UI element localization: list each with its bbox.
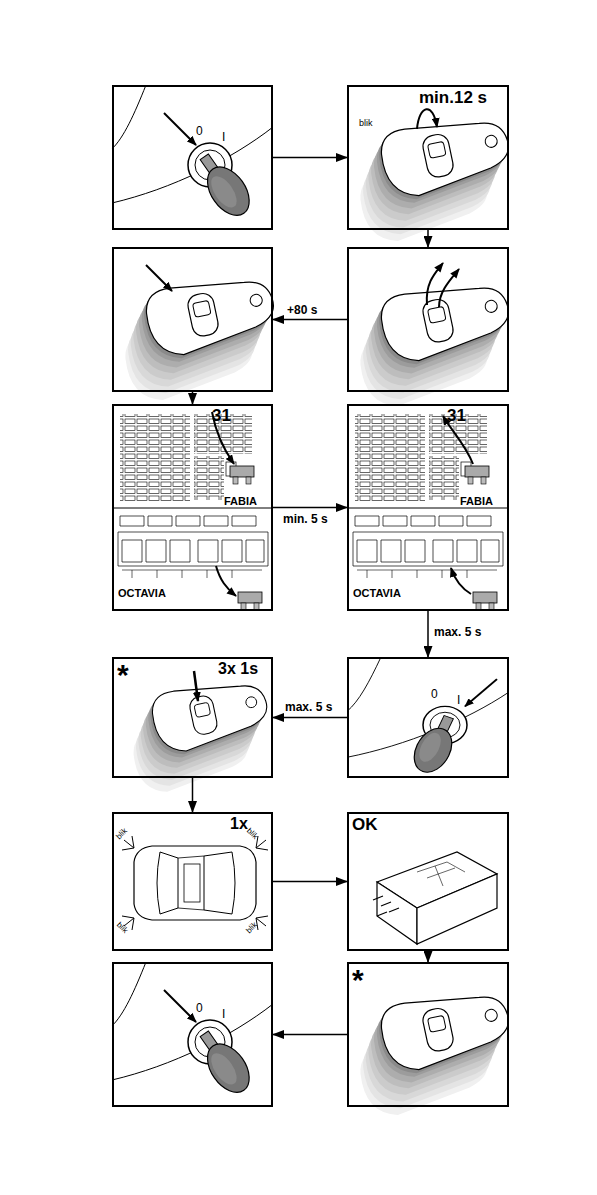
flow-arrow [273,157,347,159]
panel-text: blik [115,921,129,935]
ignition-lock [112,85,273,223]
panel-text: OCTAVIA [118,588,166,599]
flow-arrow [273,507,347,509]
step-panel: OK [347,812,509,951]
panel-text: * [352,965,364,995]
fuse-box [347,414,508,610]
step-panel: min.12 s blik [347,85,509,230]
panel-text: blik [245,827,259,841]
step-panel: 0I [347,657,509,778]
flow-arrow [273,1034,347,1036]
flow-arrow [427,611,429,657]
panel-text: 0 [431,688,438,700]
panel-text: 31 [447,407,466,424]
ignition-lock [347,657,508,777]
edge-label: +80 s [287,304,317,316]
flow-arrow [273,319,347,321]
panel-text: * [117,660,129,690]
panel-text: 31 [212,407,231,424]
panel-text: 1x [230,816,248,832]
step-panel: 31FABIA OCTAVIA [347,404,509,611]
edge-label: min. 5 s [283,513,328,525]
step-panel: 0I [112,962,273,1107]
flow-arrow [273,717,347,719]
step-panel [347,247,509,392]
flow-arrow [427,951,429,962]
panel-text: FABIA [224,496,257,507]
remote-key [348,263,524,412]
panel-text: blik [245,921,259,935]
fuse-box [112,412,273,610]
panel-text: 0 [196,1002,203,1014]
panel-text: min.12 s [419,89,487,106]
ignition-lock [112,962,273,1100]
panel-text: OCTAVIA [353,588,401,599]
car-top-view [122,836,268,930]
panel-text: I [457,694,460,706]
remote-key [113,265,289,406]
flow-arrow [192,392,194,404]
panel-text: 3x 1s [218,661,258,677]
panel-text: blik [115,827,129,841]
panel-text: 0 [196,125,203,137]
panel-text: I [222,131,225,143]
step-panel: * 3x 1s [112,657,273,778]
step-panel [112,247,273,392]
step-panel: 1xblikblikblikblik [112,812,273,951]
panel-text: I [222,1008,225,1020]
panel-text: FABIA [460,496,493,507]
remote-key [348,982,524,1120]
panel-text: OK [352,816,378,833]
step-panel: * [347,962,509,1107]
remote-key [122,671,280,797]
step-panel: 0I [112,85,273,230]
flow-arrow [427,230,429,247]
panel-text: blik [359,119,373,128]
remote-key [348,108,524,246]
edge-label: max. 5 s [434,626,481,638]
step-panel: 31FABIA OCTAVIA [112,404,273,611]
flow-arrow [192,778,194,812]
edge-label: max. 5 s [285,701,332,713]
flow-arrow [273,881,347,883]
control-unit [373,852,497,944]
